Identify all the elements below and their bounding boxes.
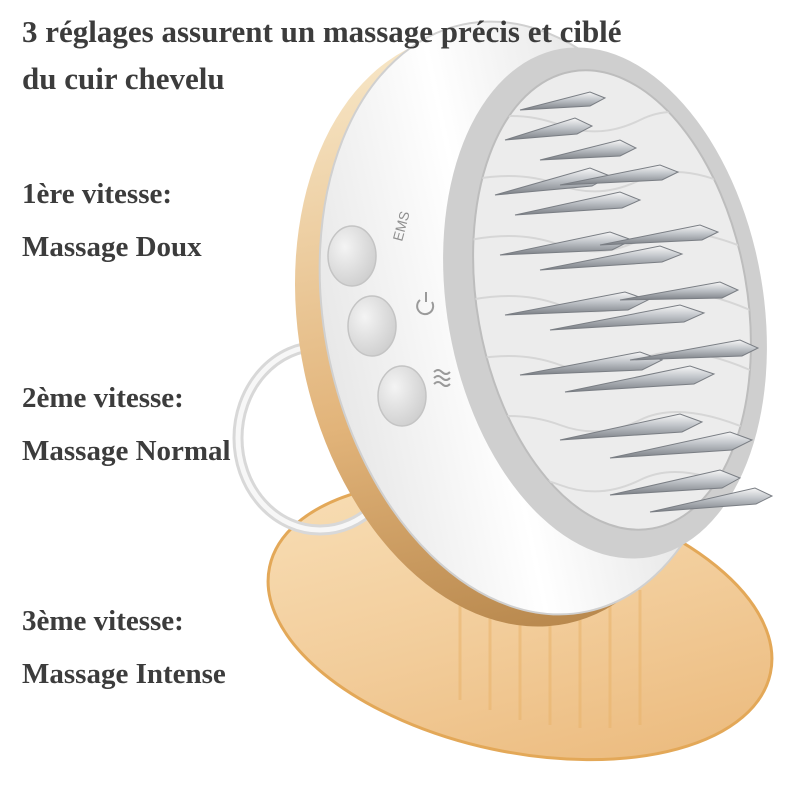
ems-button[interactable] [327, 225, 377, 287]
ems-label: EMS [389, 209, 412, 242]
power-icon [416, 292, 435, 316]
speed-1-block: 1ère vitesse: Massage Doux [22, 168, 202, 274]
speed-3-block: 3ème vitesse: Massage Intense [22, 595, 226, 701]
speed-2-mode: Massage Normal [22, 435, 231, 467]
speed-2-block: 2ème vitesse: Massage Normal [22, 372, 231, 478]
speed-2-label: 2ème vitesse: [22, 382, 184, 414]
speed-3-mode: Massage Intense [22, 658, 226, 690]
headline-line-1: 3 réglages assurent un massage précis et… [22, 14, 622, 49]
headline-line-2: du cuir chevelu [22, 61, 225, 96]
massage-pins [494, 91, 774, 513]
headline: 3 réglages assurent un massage précis et… [22, 8, 782, 102]
power-button[interactable] [347, 295, 397, 357]
speed-1-mode: Massage Doux [22, 231, 202, 263]
wave-icon [433, 369, 451, 387]
speed-1-label: 1ère vitesse: [22, 178, 173, 210]
mode-button[interactable] [377, 365, 427, 427]
control-buttons: EMS [327, 209, 451, 427]
speed-3-label: 3ème vitesse: [22, 605, 184, 637]
